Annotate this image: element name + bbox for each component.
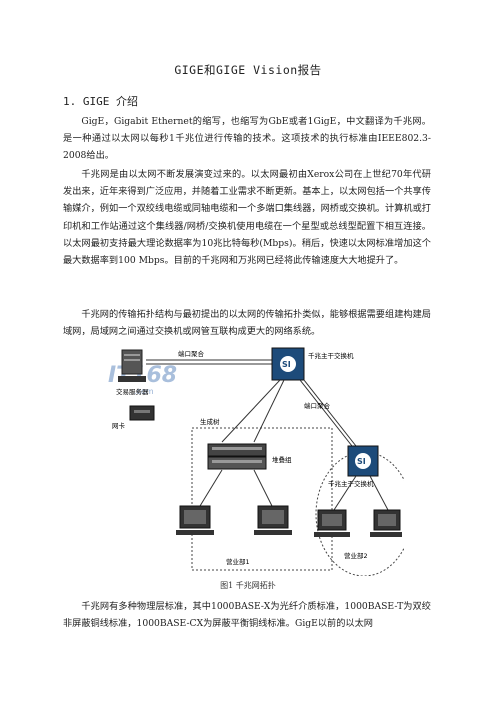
nic-label: 网卡	[112, 421, 126, 430]
network-topology-figure: IT168 .com 交易服务器 网卡 端口聚合 SI 千兆主干交换机	[104, 346, 413, 577]
server-icon	[118, 349, 146, 382]
port-aggregation-top-label: 端口聚合	[178, 349, 205, 358]
exchange-server-label: 交易服务器	[116, 387, 149, 396]
dept1-computer-icon	[176, 505, 214, 535]
port-aggregation-right-label: 端口聚合	[304, 401, 331, 410]
watermark-text: IT168	[108, 363, 177, 388]
spanning-tree-link	[221, 379, 281, 443]
figure-caption: 图1 千兆网拓扑	[220, 581, 276, 590]
main-switch-right-icon: SI	[347, 445, 379, 477]
stack-switch-icon	[207, 443, 267, 470]
paragraph-history: 千兆网是由以太网不断发展演变过来的。以太网最初由Xerox公司在上世纪70年代研…	[63, 169, 431, 267]
dept1-label: 营业部1	[226, 557, 250, 566]
paragraph-topology: 千兆网的传输拓扑结构与最初提出的以太网的传输拓扑类似，能够根据需要组建构建局域网…	[63, 309, 431, 338]
paragraph-physical-layer: 千兆网有多种物理层标准，其中1000BASE-X为光纤介质标准，1000BASE…	[63, 601, 431, 630]
section-heading: 1. GIGE 介绍	[63, 95, 138, 108]
switch-symbol: SI	[357, 457, 366, 466]
network-card-icon	[129, 405, 155, 421]
watermark-logo: IT168 .com	[108, 363, 177, 396]
dept1-enclosure	[191, 427, 333, 571]
dept2-computer-icon	[314, 509, 350, 537]
spanning-tree-link	[253, 379, 285, 443]
dept2-computer-icon	[370, 509, 402, 537]
dept1-computer-icon	[254, 505, 292, 535]
dept2-label: 营业部2	[344, 551, 368, 560]
page-title: GIGE和GIGE Vision报告	[174, 63, 322, 77]
spanning-tree-label: 生成树	[200, 417, 220, 426]
switch-symbol: SI	[282, 360, 291, 369]
main-switch-top-icon: SI	[271, 347, 305, 381]
stack-group-label: 堆叠组	[272, 455, 292, 464]
paragraph-intro: GigE，Gigabit Ethernet的缩写，也缩写为GbE或者1GigE，…	[63, 116, 431, 162]
main-switch-top-label: 千兆主干交换机	[308, 351, 354, 360]
watermark-subtext: .com	[134, 387, 154, 396]
